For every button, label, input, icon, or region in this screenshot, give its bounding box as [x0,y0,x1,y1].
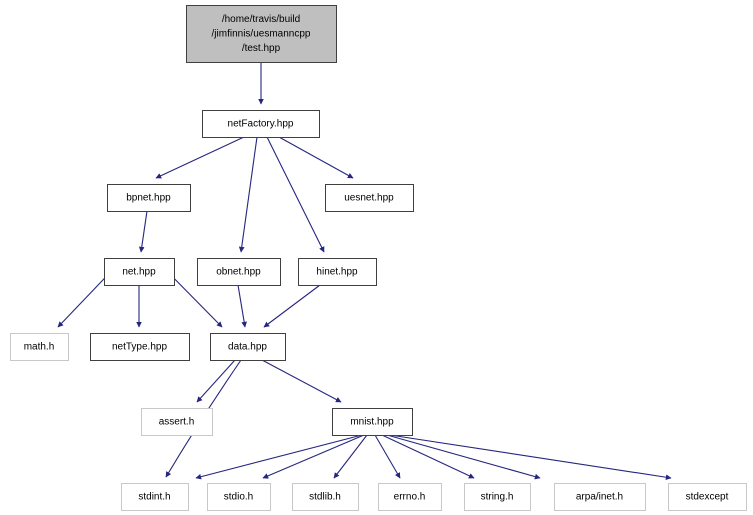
node-stdexcept[interactable]: stdexcept [668,483,747,511]
node-box-data[interactable] [210,333,286,361]
edge-obnet-to-data [237,284,247,328]
node-label-netType: netType.hpp [112,342,167,353]
node-label-stdexcept: stdexcept [686,492,729,503]
edge-hinet-to-data [263,284,321,328]
node-label-stdio: stdio.h [224,492,253,503]
node-net[interactable]: net.hpp [104,258,175,286]
node-label-netFactory: netFactory.hpp [228,119,294,130]
edge-mnist-to-stdint [195,434,363,480]
edge-netFactory-to-bpnet [155,136,245,179]
node-label-root: /home/travis/build [222,14,300,25]
node-box-math[interactable] [10,333,69,361]
node-box-hinet[interactable] [298,258,377,286]
node-label-uesnet: uesnet.hpp [344,193,394,204]
edge-netFactory-to-obnet [238,136,258,253]
node-box-errno[interactable] [378,483,442,511]
node-mnist[interactable]: mnist.hpp [332,408,413,436]
node-stdint[interactable]: stdint.h [121,483,189,511]
node-stdio[interactable]: stdio.h [207,483,271,511]
node-box-uesnet[interactable] [325,184,414,212]
node-label-stdlib: stdlib.h [309,492,341,503]
node-box-arpainet[interactable] [554,483,646,511]
node-label-root: /test.hpp [242,43,281,54]
node-box-mnist[interactable] [332,408,413,436]
node-math[interactable]: math.h [10,333,69,361]
node-netFactory[interactable]: netFactory.hpp [202,110,320,138]
node-box-stdexcept[interactable] [668,483,747,511]
node-stdlib[interactable]: stdlib.h [292,483,359,511]
node-label-assert: assert.h [159,417,195,428]
node-uesnet[interactable]: uesnet.hpp [325,184,414,212]
edge-mnist-to-string [381,434,475,479]
node-label-root: /jimfinnis/uesmanncpp [212,29,311,40]
node-assert[interactable]: assert.h [141,408,213,436]
node-label-math: math.h [24,342,55,353]
edge-netFactory-to-uesnet [278,136,354,179]
edge-data-to-assert [196,359,236,403]
edge-data-to-mnist [261,359,342,403]
node-box-stdlib[interactable] [292,483,359,511]
node-obnet[interactable]: obnet.hpp [197,258,281,286]
edge-mnist-to-arpainet [386,434,541,480]
node-box-assert[interactable] [141,408,213,436]
node-box-bpnet[interactable] [107,184,191,212]
node-box-stdio[interactable] [207,483,271,511]
node-label-obnet: obnet.hpp [216,267,261,278]
node-box-net[interactable] [104,258,175,286]
node-root[interactable]: /home/travis/build/jimfinnis/uesmanncpp /… [186,5,337,63]
node-hinet[interactable]: hinet.hpp [298,258,377,286]
edge-mnist-to-stdexcept [389,434,672,481]
node-box-stdint[interactable] [121,483,189,511]
node-layer: /home/travis/build/jimfinnis/uesmanncpp /… [10,5,747,511]
node-box-root[interactable] [186,5,337,63]
node-bpnet[interactable]: bpnet.hpp [107,184,191,212]
node-string[interactable]: string.h [464,483,531,511]
node-label-arpainet: arpa/inet.h [576,492,623,503]
node-label-net: net.hpp [122,267,156,278]
node-box-string[interactable] [464,483,531,511]
node-box-netFactory[interactable] [202,110,320,138]
node-label-errno: errno.h [394,492,426,503]
edge-netFactory-to-hinet [266,136,325,253]
node-label-mnist: mnist.hpp [350,417,394,428]
node-data[interactable]: data.hpp [210,333,286,361]
node-label-string: string.h [481,492,514,503]
edge-mnist-to-errno [374,434,401,479]
node-arpainet[interactable]: arpa/inet.h [554,483,646,511]
edge-mnist-to-stdio [262,434,365,479]
node-errno[interactable]: errno.h [378,483,442,511]
node-netType[interactable]: netType.hpp [90,333,190,361]
node-label-data: data.hpp [228,342,267,353]
edge-mnist-to-stdlib [333,434,368,479]
node-label-bpnet: bpnet.hpp [126,193,171,204]
node-box-obnet[interactable] [197,258,281,286]
node-box-netType[interactable] [90,333,190,361]
node-label-stdint: stdint.h [138,492,170,503]
node-label-hinet: hinet.hpp [316,267,358,278]
edge-bpnet-to-net [138,210,148,253]
